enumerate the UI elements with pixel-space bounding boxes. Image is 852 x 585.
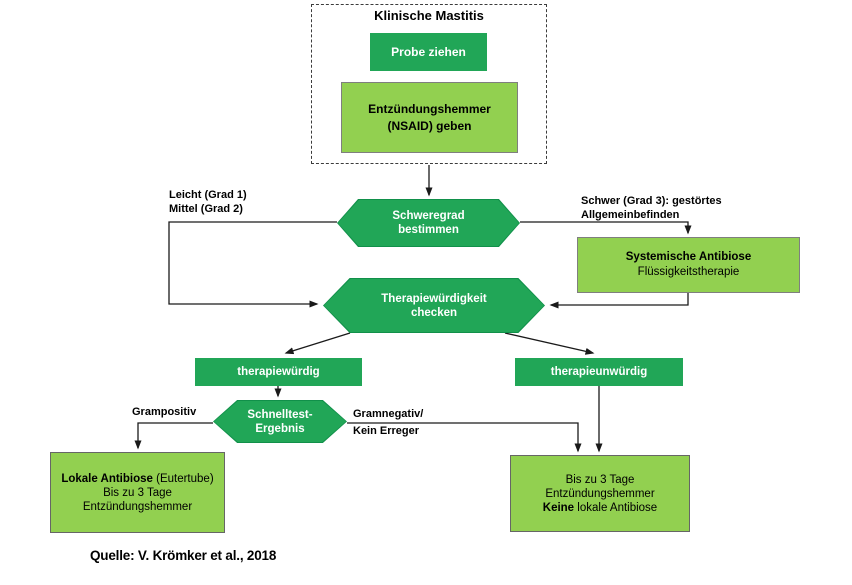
connector-worthy-diagonal — [284, 332, 351, 355]
connector-systemic-return — [549, 293, 689, 309]
node-severity-line2: bestimmen — [398, 224, 459, 236]
node-rapidtest-label: Schnelltest- Ergebnis — [213, 400, 347, 443]
connector-mild-path — [168, 221, 337, 308]
node-systemic-line2: Flüssigkeitstherapie — [637, 266, 740, 278]
node-worthiness-label: Therapiewürdigkeit checken — [323, 278, 545, 333]
node-nolocal-line3-rest: lokale Antibiose — [574, 501, 658, 514]
label-severe-line1: Schwer (Grad 3): gestörtes — [581, 195, 722, 207]
label-mild-grades: Leicht (Grad 1) Mittel (Grad 2) — [169, 188, 247, 216]
node-nsaid-line2: (NSAID) geben — [387, 118, 472, 133]
node-no-local-antibiosis: Bis zu 3 Tage Entzündungshemmer Keine lo… — [510, 455, 690, 532]
node-severity-label: Schweregrad bestimmen — [337, 199, 520, 247]
node-local-line1-rest: (Eutertube) — [152, 472, 214, 485]
node-therapy-unworthy-label: therapieunwürdig — [550, 366, 648, 378]
node-nsaid-line1: Entzündungshemmer — [368, 101, 491, 116]
node-probe-label: Probe ziehen — [391, 45, 466, 59]
label-grampositive: Grampositiv — [132, 406, 197, 418]
hexagon-fill — [214, 401, 346, 442]
label-mild-line2: Mittel (Grad 2) — [169, 203, 243, 215]
connector-unworthy-diagonal — [504, 332, 595, 355]
hexagon-fill — [338, 200, 519, 246]
node-rapidtest-line1: Schnelltest- — [247, 408, 313, 421]
node-systemic-line1: Systemische Antibiose — [625, 251, 752, 263]
connector-grampositive-path — [134, 422, 213, 450]
node-nolocal-line3-bold: Keine — [542, 501, 575, 514]
label-severe-line2: Allgemeinbefinden — [581, 209, 680, 221]
node-rapidtest-decision: Schnelltest- Ergebnis — [213, 400, 347, 443]
node-nolocal-line1: Bis zu 3 Tage — [565, 473, 635, 486]
label-mild-line1: Leicht (Grad 1) — [169, 189, 247, 201]
node-nsaid: Entzündungshemmer (NSAID) geben — [341, 82, 518, 153]
node-therapy-worthy: therapiewürdig — [195, 358, 362, 386]
label-gramnegative-line2: Kein Erreger — [353, 425, 420, 437]
node-nolocal-line2: Entzündungshemmer — [545, 487, 655, 500]
node-local-line3: Entzündungshemmer — [82, 500, 193, 513]
node-therapy-worthy-label: therapiewürdig — [237, 366, 320, 378]
node-local-line1-bold: Lokale Antibiose — [61, 472, 153, 485]
node-local-line2: Bis zu 3 Tage — [103, 486, 172, 499]
node-severity-decision: Schweregrad bestimmen — [337, 199, 520, 247]
page-title: Klinische Mastitis — [374, 8, 484, 23]
source-citation: Quelle: V. Krömker et al., 2018 — [90, 548, 277, 563]
node-severity-line1: Schweregrad — [392, 210, 465, 222]
node-local-line1: Lokale Antibiose (Eutertube) — [61, 472, 213, 486]
node-probe-ziehen: Probe ziehen — [370, 33, 487, 71]
node-nolocal-line3: Keine lokale Antibiose — [543, 501, 657, 515]
node-worthiness-decision: Therapiewürdigkeit checken — [323, 278, 545, 333]
label-gramnegative-line1: Gramnegativ/ — [353, 408, 424, 420]
node-local-antibiosis: Lokale Antibiose (Eutertube) Bis zu 3 Ta… — [50, 452, 225, 533]
hexagon-fill — [324, 279, 544, 332]
node-worthiness-line2: checken — [410, 306, 458, 319]
label-severe-grade: Schwer (Grad 3): gestörtes Allgemeinbefi… — [581, 194, 722, 222]
node-worthiness-line1: Therapiewürdigkeit — [381, 292, 487, 305]
node-rapidtest-line2: Ergebnis — [255, 422, 305, 435]
connector-gramnegative-path — [347, 422, 582, 453]
connector-severe-path — [520, 221, 692, 235]
initial-steps-group — [311, 4, 547, 164]
node-systemic-antibiosis: Systemische Antibiose Flüssigkeitstherap… — [577, 237, 800, 293]
node-therapy-unworthy: therapieunwürdig — [515, 358, 683, 386]
